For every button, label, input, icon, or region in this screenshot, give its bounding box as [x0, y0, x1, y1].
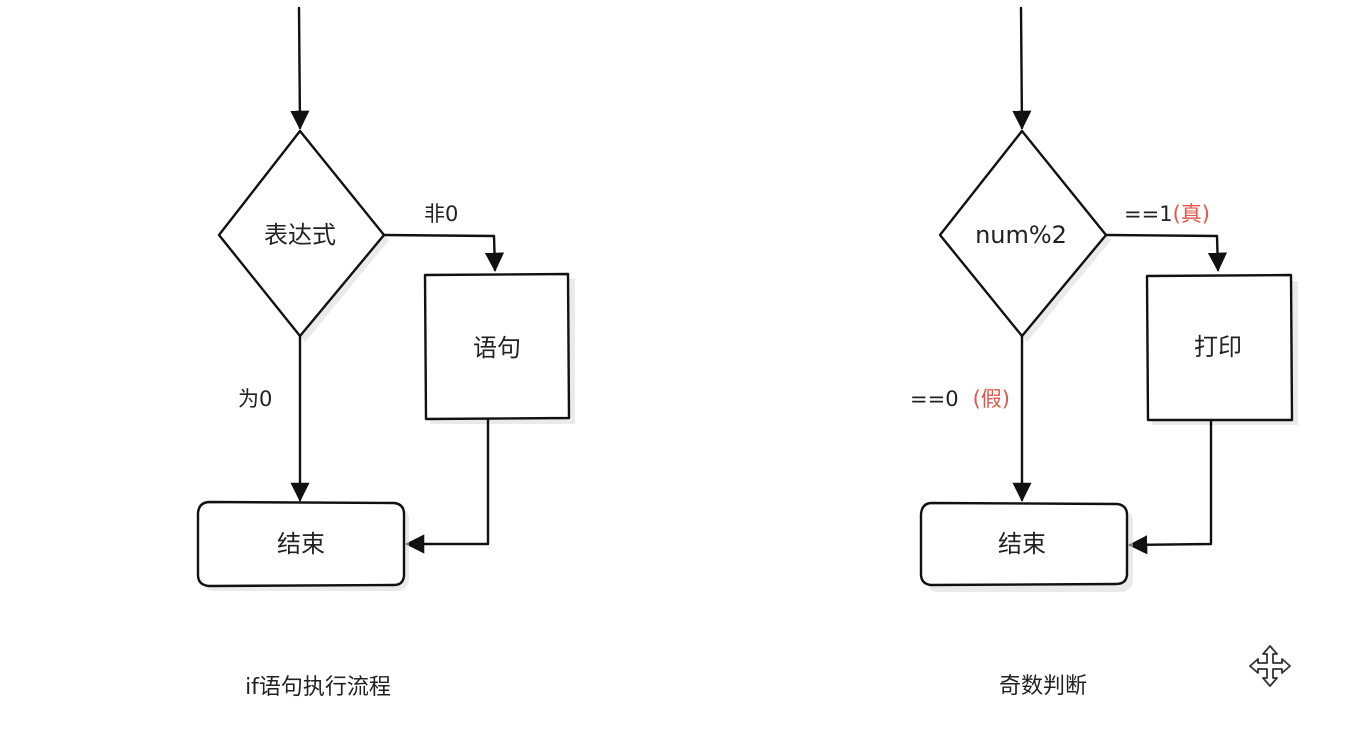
left-true-label: 非0 [424, 202, 458, 226]
move-arrows-icon[interactable] [1249, 645, 1291, 687]
left-true-arrow [382, 233, 505, 272]
left-end-label: 结束 [277, 530, 325, 558]
left-statement-to-end-arrow [405, 417, 490, 554]
left-statement-box [423, 272, 571, 421]
right-true-label: ==1(真) [1124, 202, 1210, 226]
right-end-box [919, 501, 1129, 587]
right-statement: 打印 [1145, 273, 1298, 425]
left-false-label: 为0 [238, 387, 272, 411]
left-end-box [196, 500, 406, 588]
left-statement: 语句 [423, 272, 575, 424]
left-decision: 表达式 [217, 129, 389, 342]
right-true-arrow [1104, 233, 1228, 272]
right-end-label: 结束 [998, 530, 1046, 558]
left-decision-label: 表达式 [264, 221, 336, 249]
right-statement-label: 打印 [1194, 333, 1242, 361]
right-false-label: ==0 (假) [910, 387, 1010, 411]
right-false-label-prefix: ==0 [910, 387, 959, 411]
right-decision: num%2 [938, 129, 1111, 342]
left-flowchart: 表达式 非0 语句 为0 结束 if语句执行流程 [196, 6, 575, 700]
right-caption: 奇数判断 [999, 674, 1087, 699]
left-caption: if语句执行流程 [245, 675, 391, 700]
right-false-label-suffix: (假) [973, 387, 1010, 411]
right-statement-box [1145, 273, 1294, 422]
right-true-label-prefix: ==1 [1124, 202, 1173, 226]
right-statement-to-end-arrow [1128, 418, 1213, 555]
right-decision-label: num%2 [975, 221, 1067, 249]
left-entry-arrow [290, 6, 310, 130]
left-statement-label: 语句 [473, 334, 521, 362]
right-entry-arrow [1012, 6, 1032, 130]
right-flowchart: num%2 ==1(真) 打印 ==0 (假) 结束 奇数判断 [910, 6, 1298, 699]
right-end: 结束 [919, 501, 1133, 592]
left-end: 结束 [196, 500, 409, 591]
right-true-label-suffix: (真) [1173, 202, 1210, 226]
